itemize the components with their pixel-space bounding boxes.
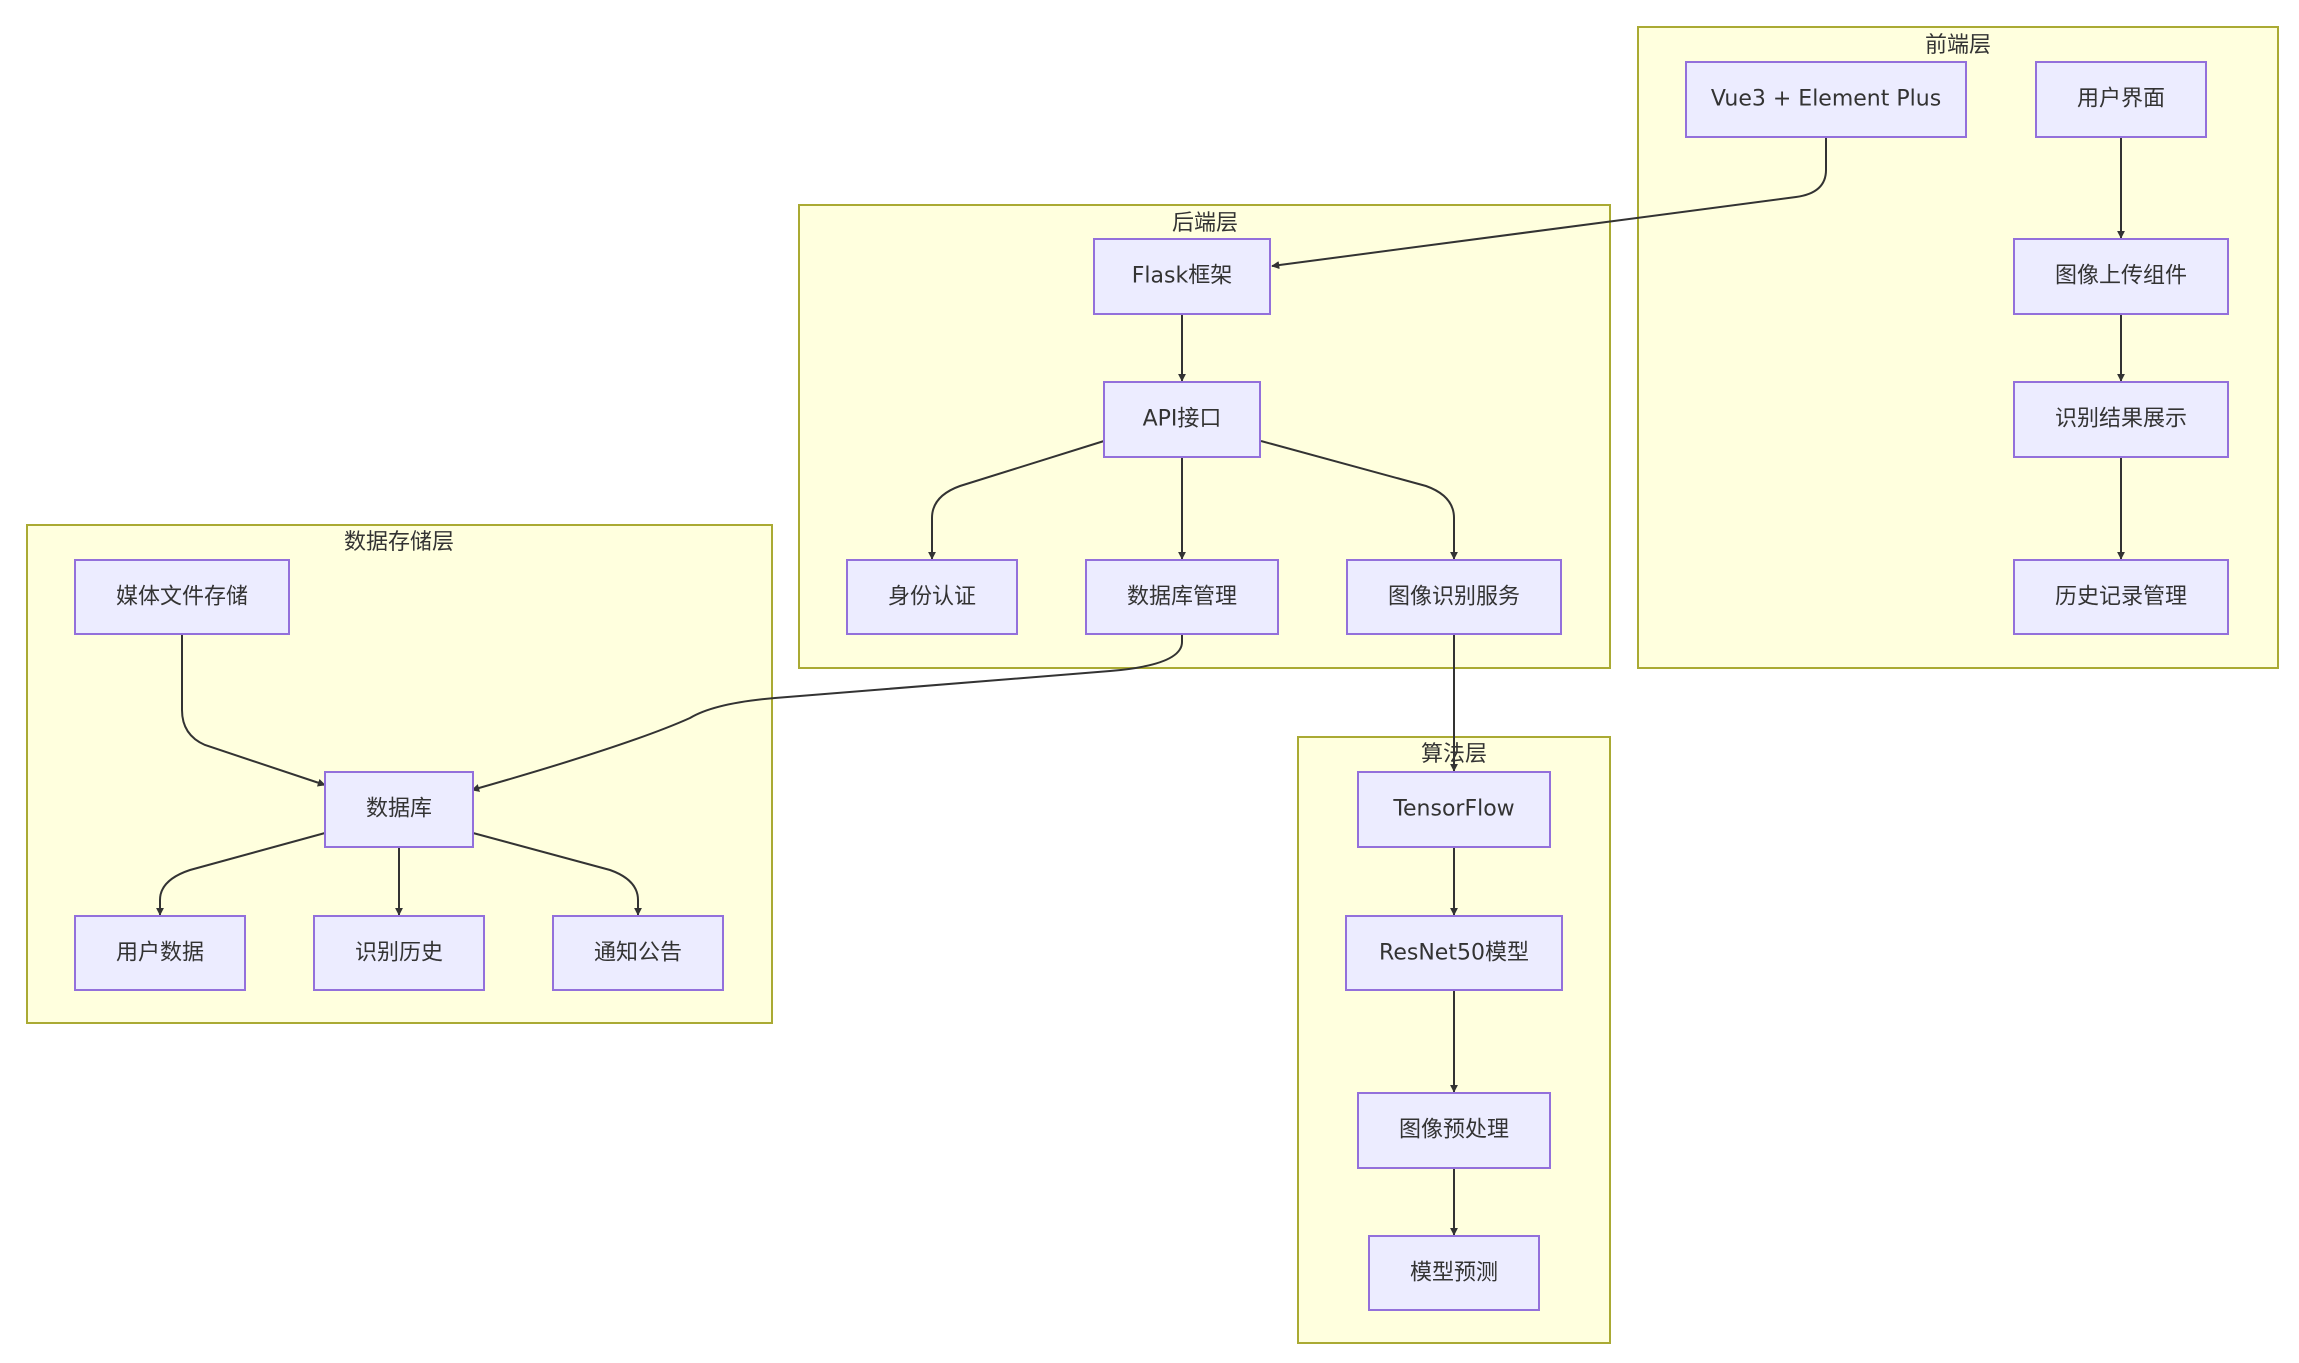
node-media-storage-label: 媒体文件存储 xyxy=(116,585,248,610)
edge-api-auth xyxy=(928,440,1105,560)
node-auth: 身份认证 xyxy=(846,559,1018,635)
node-recognition-history: 识别历史 xyxy=(313,915,485,991)
node-history-management: 历史记录管理 xyxy=(2013,559,2229,635)
edge-dbmgmt-database xyxy=(471,634,1183,792)
node-result-display-label: 识别结果展示 xyxy=(2055,407,2187,432)
node-image-upload: 图像上传组件 xyxy=(2013,238,2229,315)
node-database: 数据库 xyxy=(324,771,474,848)
node-api: API接口 xyxy=(1103,381,1261,458)
node-result-display: 识别结果展示 xyxy=(2013,381,2229,458)
edge-api-imgservice xyxy=(1260,440,1458,560)
node-image-upload-label: 图像上传组件 xyxy=(2055,264,2187,289)
node-tensorflow: TensorFlow xyxy=(1357,771,1551,848)
node-recognition-history-label: 识别历史 xyxy=(355,941,443,966)
node-api-label: API接口 xyxy=(1143,407,1222,432)
node-resnet50: ResNet50模型 xyxy=(1345,915,1563,991)
node-model-predict: 模型预测 xyxy=(1368,1235,1540,1311)
node-image-recognition-service-label: 图像识别服务 xyxy=(1388,585,1520,610)
cluster-backend-label: 后端层 xyxy=(1172,211,1238,236)
edge-vue3-flask xyxy=(1271,137,1827,270)
node-database-label: 数据库 xyxy=(366,797,432,822)
node-flask-label: Flask框架 xyxy=(1132,264,1232,289)
edge-database-notice xyxy=(472,832,642,916)
edges xyxy=(156,137,2125,1236)
node-user-data-label: 用户数据 xyxy=(116,941,204,966)
node-vue3: Vue3 + Element Plus xyxy=(1685,61,1967,138)
node-image-recognition-service: 图像识别服务 xyxy=(1346,559,1562,635)
node-image-preprocess: 图像预处理 xyxy=(1357,1092,1551,1169)
node-user-data: 用户数据 xyxy=(74,915,246,991)
node-image-preprocess-label: 图像预处理 xyxy=(1399,1118,1509,1143)
node-auth-label: 身份认证 xyxy=(888,585,976,610)
node-notice-label: 通知公告 xyxy=(594,941,682,966)
cluster-storage-label: 数据存储层 xyxy=(344,530,454,555)
node-user-interface: 用户界面 xyxy=(2035,61,2207,138)
node-tensorflow-label: TensorFlow xyxy=(1392,797,1514,822)
edge-media-database xyxy=(181,634,326,787)
node-flask: Flask框架 xyxy=(1093,238,1271,315)
node-vue3-label: Vue3 + Element Plus xyxy=(1711,87,1941,112)
edge-database-userdata xyxy=(156,832,326,916)
node-notice: 通知公告 xyxy=(552,915,724,991)
node-media-storage: 媒体文件存储 xyxy=(74,559,290,635)
cluster-frontend-label: 前端层 xyxy=(1925,33,1991,58)
node-db-management: 数据库管理 xyxy=(1085,559,1279,635)
node-user-interface-label: 用户界面 xyxy=(2077,87,2165,112)
node-history-management-label: 历史记录管理 xyxy=(2055,585,2187,610)
node-resnet50-label: ResNet50模型 xyxy=(1379,941,1529,966)
node-db-management-label: 数据库管理 xyxy=(1127,585,1237,610)
node-model-predict-label: 模型预测 xyxy=(1410,1261,1498,1286)
